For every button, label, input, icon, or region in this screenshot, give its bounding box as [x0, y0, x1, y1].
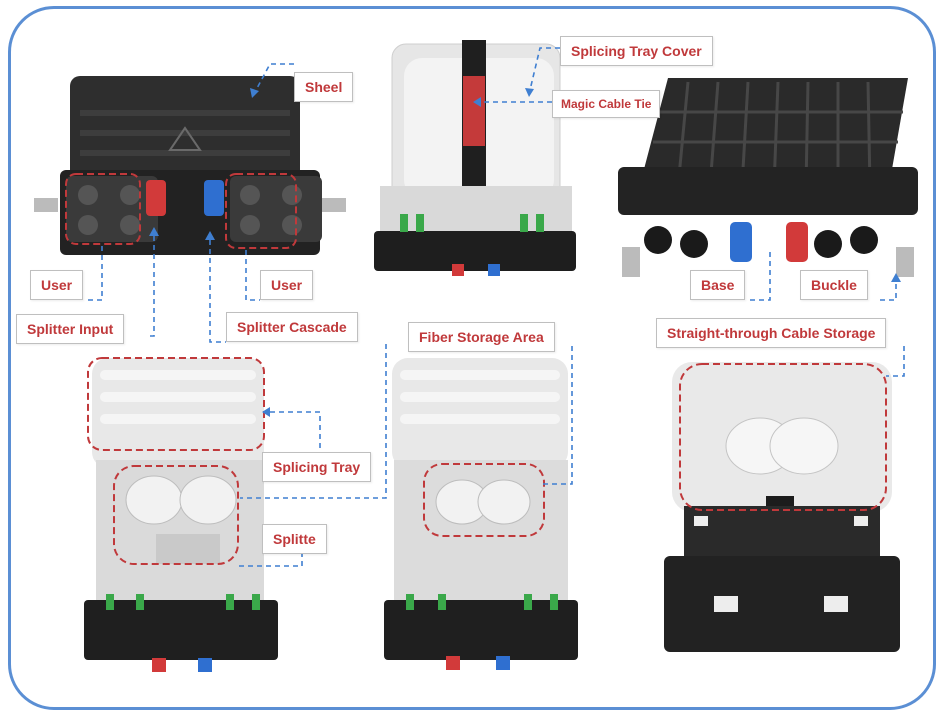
label-sheel: Sheel: [294, 72, 354, 102]
label-splitter-cascade: Splitter Cascade: [226, 312, 358, 342]
label-magic-cable-tie: Magic Cable Tie: [552, 90, 661, 118]
tray-cover-photo: [370, 36, 580, 282]
label-user-left: User: [30, 270, 84, 300]
fiber-storage-photo: [378, 352, 584, 678]
label-fiber-storage-area: Fiber Storage Area: [408, 322, 555, 352]
label-splitter-input: Splitter Input: [16, 314, 125, 344]
label-user-right: User: [260, 270, 314, 300]
label-base: Base: [690, 270, 746, 300]
label-straight-through-cable-storage: Straight-through Cable Storage: [656, 318, 887, 348]
label-splitte: Splitte: [262, 524, 327, 554]
rounded-frame: [8, 6, 936, 710]
label-splicing-tray: Splicing Tray: [262, 452, 372, 482]
label-buckle: Buckle: [800, 270, 868, 300]
label-splicing-tray-cover: Splicing Tray Cover: [560, 36, 713, 66]
base-back-photo: [618, 72, 918, 282]
cable-storage-photo: [654, 356, 906, 656]
open-closure-splitter-photo: [76, 350, 286, 680]
